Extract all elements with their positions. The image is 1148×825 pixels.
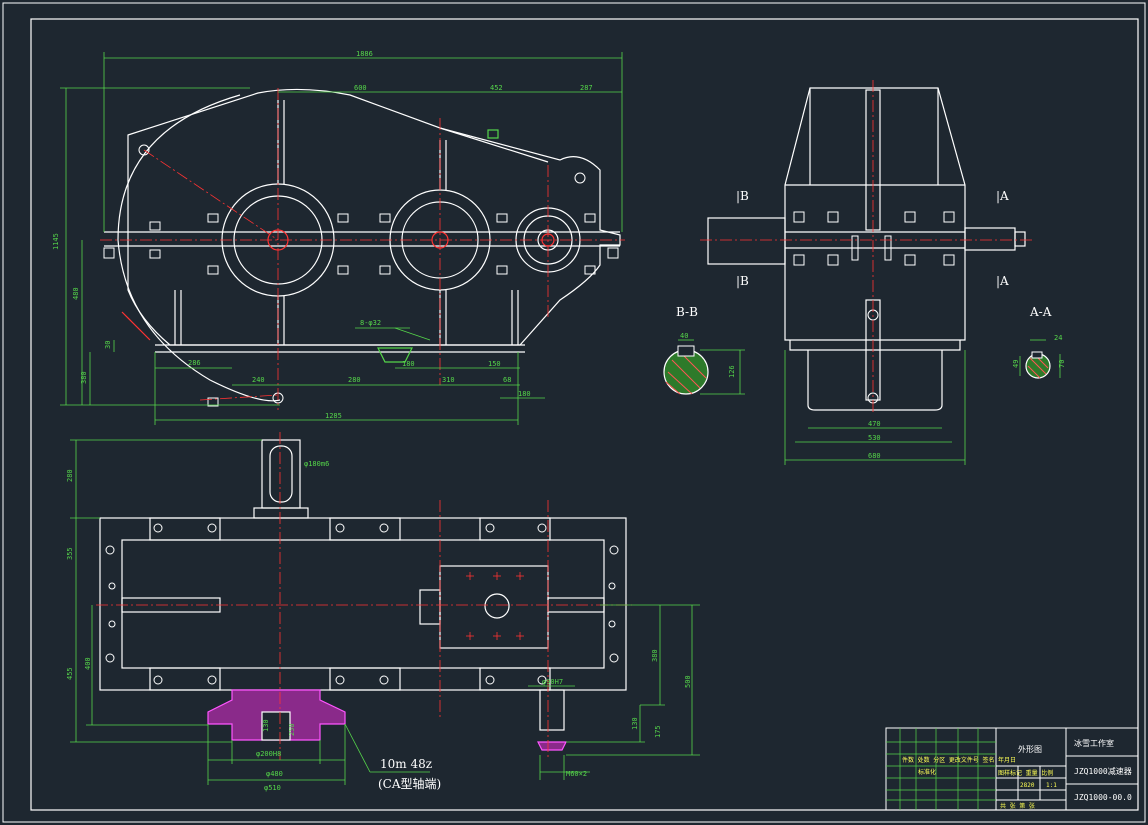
dim-plan-h7: 130: [631, 717, 639, 730]
dim-plan-h2: 355: [66, 547, 74, 560]
dim-side-w2: 530: [868, 434, 881, 442]
tb-scale: 1:1: [1046, 782, 1057, 789]
dim-height-foot: 30: [104, 341, 112, 349]
dim-plan-h3: 455: [66, 667, 74, 680]
dim-aa-key: 24: [1054, 334, 1062, 342]
tb-sheet: 共 张 第 张: [1000, 802, 1035, 810]
dim-aa-dia: 70: [1058, 360, 1066, 368]
dim-gear-d3: φ510: [264, 784, 281, 792]
dim-foot-8: 180: [518, 390, 531, 398]
dim-height-total: 1145: [52, 233, 60, 250]
dim-bb-dim: 126: [728, 365, 736, 378]
section-mark-a-bottom: |A: [996, 274, 1009, 288]
tb-studio: 冰雪工作室: [1074, 738, 1114, 748]
dim-input-dia: M60×2: [566, 770, 587, 778]
dim-foot-3: 280: [348, 376, 361, 384]
section-mark-a-top: |A: [996, 189, 1009, 203]
section-bb-title: B-B: [676, 305, 698, 319]
dim-top-1: 600: [354, 84, 367, 92]
dim-overall-length: 1886: [356, 50, 373, 58]
section-mark-b-bottom: |B: [736, 274, 749, 288]
dim-base-length: 1285: [325, 412, 342, 420]
dim-aa-dim: 49: [1012, 360, 1020, 368]
dim-output-dia: φ90H7: [542, 678, 563, 686]
section-aa-title: A-A: [1029, 305, 1052, 319]
dim-gear-w1: 130: [262, 719, 270, 732]
tb-drawing-title: 外形图: [1018, 744, 1042, 754]
dim-plan-shaft-dia: φ180m6: [304, 460, 329, 468]
dim-side-w1: 470: [868, 420, 881, 428]
dim-foot-2: 240: [252, 376, 265, 384]
section-bb: B-B 40 126: [663, 305, 745, 395]
dim-gear-w2: 250: [288, 723, 296, 736]
title-block: [885, 727, 1139, 811]
section-mark-b-top: |B: [736, 189, 749, 203]
tb-mid-cells: 图样标记 重量 比例: [998, 769, 1053, 777]
dim-height-low: 380: [80, 371, 88, 384]
tb-header-cells: 件数 处数 分区 更改文件号 签名 年月日: [902, 756, 1016, 764]
dim-foot-6: 150: [488, 360, 501, 368]
tb-drawing-no: JZQ1000-00.0: [1074, 793, 1132, 802]
dim-plan-h8: 175: [654, 725, 662, 738]
dim-plan-h6: 500: [684, 675, 692, 688]
dim-foot-5: 180: [402, 360, 415, 368]
dim-top-3: 287: [580, 84, 593, 92]
callout-gear: 10m 48z: [380, 757, 432, 771]
dim-foot-7: 68: [503, 376, 511, 384]
tb-weight: 2820: [1020, 782, 1035, 789]
dim-plan-h1: 280: [66, 469, 74, 482]
dim-holes: 8-φ32: [360, 319, 381, 327]
dim-plan-h5: 380: [651, 649, 659, 662]
dim-foot-1: 286: [188, 359, 201, 367]
callout-shaft: (CA型轴端): [378, 776, 441, 791]
tb-product: JZQ1000减速器: [1074, 766, 1132, 776]
dim-plan-h4: 400: [84, 657, 92, 670]
dim-gear-d1: φ200H8: [256, 750, 281, 758]
dim-bb-key: 40: [680, 332, 688, 340]
dim-top-2: 452: [490, 84, 503, 92]
dim-foot-4: 310: [442, 376, 455, 384]
tb-standard: 标准化: [918, 768, 936, 776]
inner-frame: [30, 18, 1139, 811]
dim-side-w3: 680: [868, 452, 881, 460]
section-aa: A-A 24 49 70: [1012, 305, 1066, 379]
dim-height-center: 480: [72, 287, 80, 300]
dim-gear-d2: φ480: [266, 770, 283, 778]
